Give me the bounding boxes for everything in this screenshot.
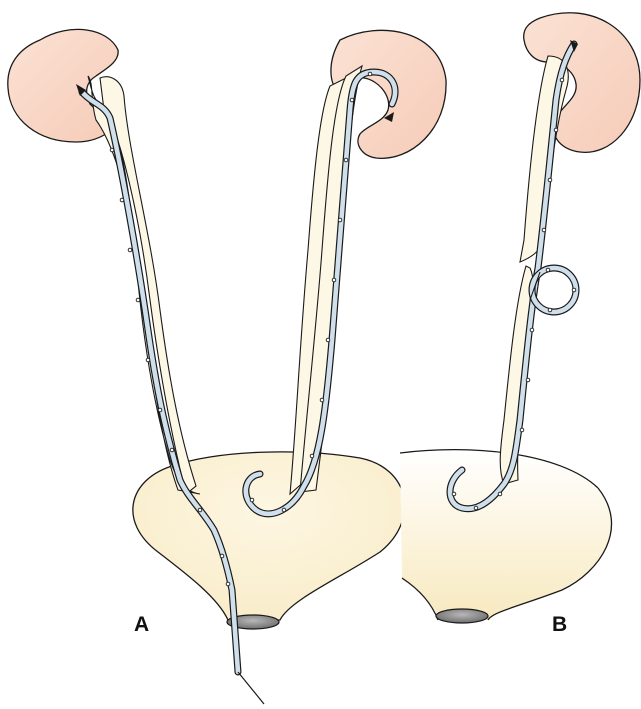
panel-a: A	[8, 29, 446, 704]
urethral-meatus-b	[436, 609, 488, 623]
extraction-string	[238, 672, 264, 704]
panel-label-a: A	[134, 613, 149, 636]
panel-label-b: B	[552, 613, 567, 636]
